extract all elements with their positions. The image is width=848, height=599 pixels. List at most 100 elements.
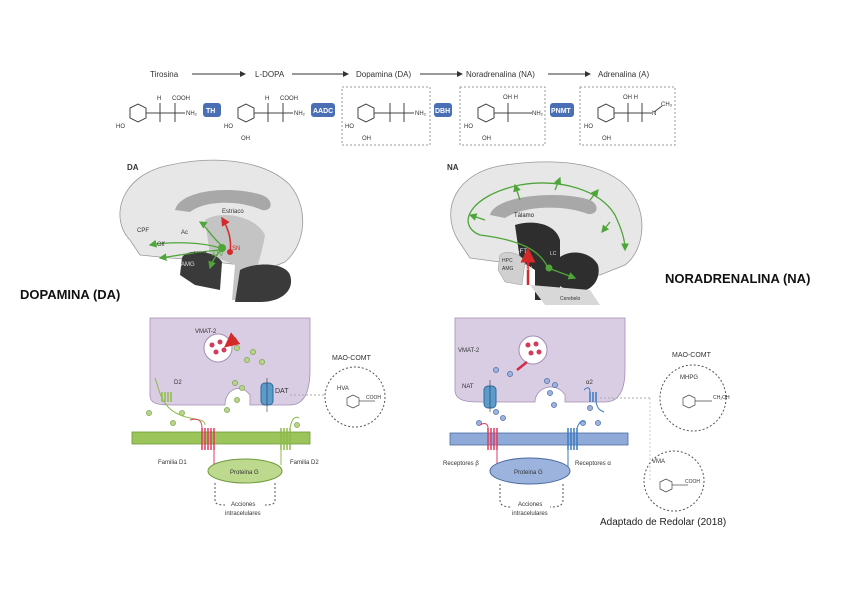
svg-text:H: H (157, 96, 161, 102)
d2-receptor (280, 428, 291, 450)
enzyme-dbh-box (434, 103, 452, 117)
structure-ldopa (237, 103, 293, 123)
enzyme-aadc-box (311, 103, 335, 117)
vesicle (203, 333, 233, 363)
svg-text:N: N (652, 111, 656, 117)
svg-text:COOH: COOH (280, 96, 298, 102)
vmat2-arrow (516, 361, 528, 371)
mao-comt-label: MAO-COMT (672, 352, 712, 359)
enzyme-th: TH (206, 108, 215, 115)
postsynaptic-membrane (449, 432, 629, 446)
d1-receptor (201, 428, 215, 450)
brain-dopamine: DA Estriaco CPF Ac Olf HPC ATV AMG SN (119, 159, 304, 302)
heading-noradrenaline: NORADRENALINA (NA) (665, 271, 811, 286)
noradrenaline-molecules (476, 367, 601, 426)
vma-circle (643, 450, 705, 512)
svg-text:HO: HO (345, 124, 354, 130)
actions-line2: intracelulares (512, 511, 548, 517)
heading-dopamine: DOPAMINA (DA) (20, 287, 121, 302)
region-lc: LC (550, 251, 557, 257)
svg-text:NH₂: NH₂ (294, 111, 306, 117)
receptor-beta-label: Receptores β (443, 461, 479, 467)
region-cpf: CPF (137, 228, 149, 234)
enzyme-pnmt: PNMT (551, 108, 572, 115)
svg-text:NH₂: NH₂ (186, 111, 198, 117)
svg-text:COOH: COOH (685, 479, 700, 485)
g-protein-label: Proteina G (230, 470, 259, 476)
receptor-d2-label: Familia D2 (290, 460, 319, 466)
alpha2-autoreceptor (589, 392, 597, 402)
svg-text:OH: OH (602, 136, 611, 142)
d2-autoreceptor (161, 392, 172, 402)
brain-da-label: DA (127, 163, 139, 172)
vmat2-label: VMAT-2 (195, 329, 217, 335)
svg-text:OH: OH (362, 136, 371, 142)
svg-text:HO: HO (116, 124, 125, 130)
svg-text:CH₂OH: CH₂OH (713, 395, 730, 401)
g-protein (207, 458, 283, 484)
enzyme-th-box (203, 103, 221, 117)
svg-text:OH: OH (482, 136, 491, 142)
enzyme-dbh: DBH (435, 108, 450, 115)
nat-label: NAT (462, 384, 474, 390)
d2-label: D2 (174, 380, 182, 386)
region-ift: I-FT (516, 249, 527, 255)
enzyme-pnmt-box (550, 103, 574, 117)
compound-tirosina: Tirosina (150, 70, 179, 79)
svg-text:OH: OH (241, 136, 250, 142)
region-atv: ATV (212, 252, 223, 258)
svg-text:NH₂: NH₂ (415, 111, 427, 117)
brain-na-label: NA (447, 163, 459, 172)
vmat2-label: VMAT-2 (458, 348, 480, 354)
vma-label: VMA (652, 459, 665, 465)
cerebellum (555, 252, 599, 293)
compound-adrenalina: Adrenalina (A) (598, 70, 649, 79)
enzyme-aadc: AADC (313, 108, 333, 115)
region-amg: AMG (502, 266, 514, 272)
dat-label: DAT (275, 388, 289, 395)
adrenaline-box (579, 86, 676, 146)
noradrenaline-box (459, 86, 546, 146)
region-cerebelo: Cerebelo (560, 296, 581, 302)
mhpg-label: MHPG (680, 375, 698, 381)
svg-text:NH₂: NH₂ (532, 111, 544, 117)
svg-text:COOH: COOH (366, 395, 381, 401)
hva-circle (324, 366, 386, 428)
vmat2-arrow (224, 332, 241, 348)
postsynaptic-membrane (131, 431, 311, 445)
region-talamo: Tálamo (514, 213, 535, 219)
actions-line1: Acciones (518, 502, 542, 508)
receptor-d1-label: Familia D1 (158, 460, 187, 466)
structure-adrenalina (597, 103, 663, 123)
synapse-dopamine: VMAT-2 D2 DAT Familia D1 Familia D2 Prot… (131, 317, 386, 517)
actions-line1: Acciones (231, 502, 255, 508)
corpus-callosum (490, 195, 597, 218)
mao-comt-label: MAO-COMT (332, 355, 372, 362)
structure-tirosina (129, 103, 185, 123)
region-ac: Ac (181, 230, 188, 236)
beta-receptor (487, 428, 498, 450)
g-protein-label: Proteina G (514, 470, 543, 476)
brain-noradrenaline: NA Tálamo I-FT HPC AMG LC SN Cerebelo (447, 161, 643, 305)
actions-line2: intracelulares (225, 511, 261, 517)
region-estriaco: Estriaco (222, 209, 244, 215)
region-sn: SN (232, 246, 240, 252)
credit-text: Adaptado de Redolar (2018) (600, 517, 727, 528)
g-protein (489, 457, 571, 485)
alpha-receptor (567, 428, 578, 450)
svg-text:OH H: OH H (623, 95, 638, 101)
dopamine-molecules (146, 345, 300, 428)
hva-label: HVA (337, 386, 349, 392)
alpha2-label: α2 (586, 380, 593, 386)
region-amg: AMG (181, 262, 195, 268)
region-olf: Olf (157, 242, 165, 248)
svg-text:HO: HO (464, 124, 473, 130)
structure-noradrenalina (477, 103, 532, 123)
brainstem (515, 222, 560, 300)
svg-text:CH₃: CH₃ (661, 102, 673, 108)
svg-text:HO: HO (584, 124, 593, 130)
region-hpc: HPC (194, 252, 207, 258)
region-sn: SN (525, 266, 532, 272)
svg-text:OH H: OH H (503, 95, 518, 101)
corpus-callosum (175, 190, 271, 212)
